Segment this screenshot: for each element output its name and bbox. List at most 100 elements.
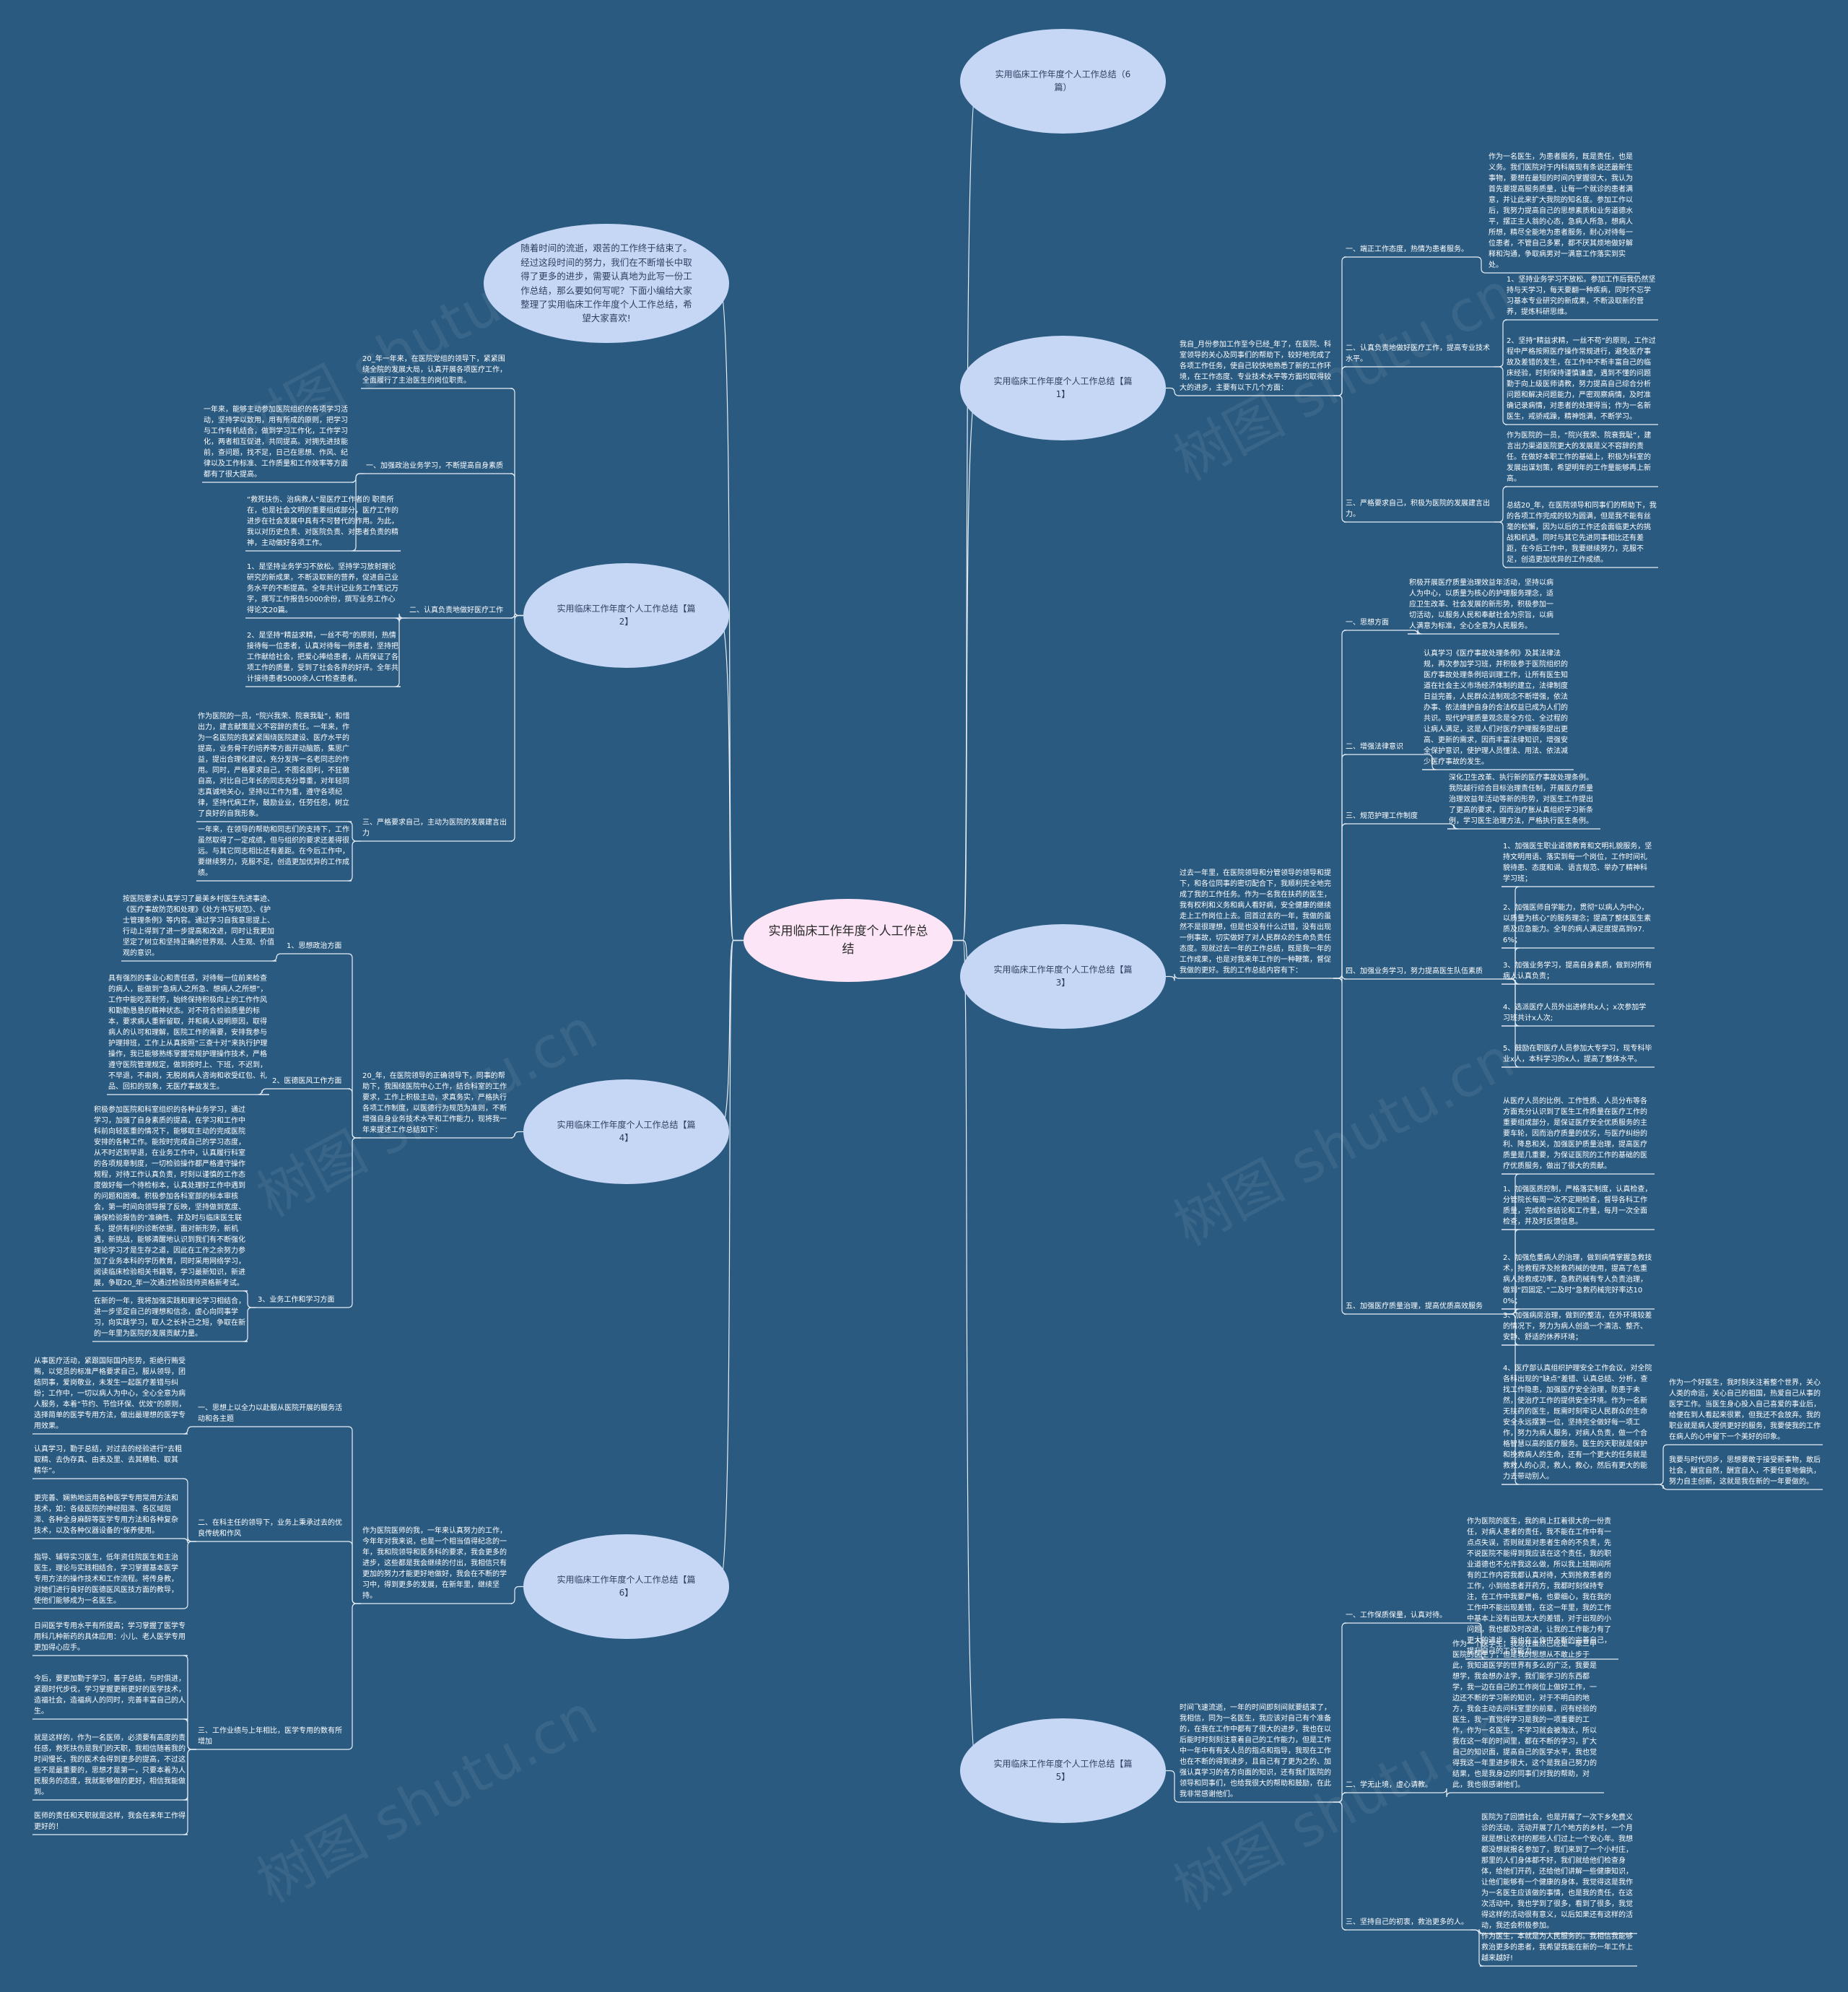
connector-line	[183, 1541, 196, 1609]
p4-text-3a: 积极参加医院和科室组织的各种业务学习，通过学习，加强了自身素质的提高，在学习和工…	[94, 1106, 245, 1287]
p4-intro-text: 20_年，在医院领导的正确领导下，同事的帮助下，我围绕医院中心工作，结合科室的工…	[362, 1072, 507, 1134]
p5-heading-3[interactable]: 三、坚持自己的初衷，救治更多的人。	[1346, 1918, 1468, 1926]
connector-line	[1166, 1770, 1180, 1803]
connector-line	[347, 1088, 361, 1139]
p3-text-3: 深化卫生改革、执行新的医疗事故处理条例。我院越行综合目标治理责任制，开展医疗质量…	[1449, 774, 1593, 825]
p6-text-2b: 更完善、娴熟地运用各种医学专用常用方法和技术，如：各级医院的神经阻滞、各区域阻滞…	[34, 1495, 178, 1535]
p5-heading-2[interactable]: 二、学无止境，虚心请教。	[1346, 1781, 1432, 1789]
connector-line	[346, 953, 361, 1139]
p1-intro-text: 我自_月份参加工作至今已经_年了，在医院、科室领导的关心及同事们的帮助下，较好地…	[1180, 341, 1331, 392]
p2-text-2a: 1、是坚持业务学习不放松。坚持学习放射理论研究的新成果，不断汲取新的营养，促进自…	[247, 563, 398, 614]
connector-line	[1333, 630, 1347, 979]
p3-text-2: 认真学习《医疗事故处理条例》及其法律法规，再次参加学习班，并积极参于医院组织的医…	[1424, 650, 1568, 766]
p1-heading-1[interactable]: 一、端正工作态度，热情为患者服务。	[1346, 245, 1468, 253]
p4-heading-2[interactable]: 2、医德医风工作方面	[272, 1077, 342, 1085]
branch-p3[interactable]: 实用临床工作年度个人工作总结【篇3】	[960, 924, 1166, 1029]
p3-heading-1[interactable]: 一、思想方面	[1346, 619, 1389, 627]
connector-line	[1655, 1444, 1668, 1485]
p6-heading-3[interactable]: 三、工作业绩与上年相比，医学专用的数有所增加	[198, 1727, 342, 1746]
p5-text-2: 作为一个医学生，我现在虽然已经是一家三甲医院的医生了，但是我的思想从不敢止步于此…	[1452, 1640, 1597, 1789]
p6-text-3d: 医师的责任和天职就是这样，我会在来年工作得更好的！	[34, 1812, 186, 1831]
p5-text-1: 作为医院的医生，我的肩上扛着很大的一份责任，对病人患者的责任，我不能在工作中有一…	[1467, 1518, 1611, 1656]
p6-text-1: 从事医疗活动，紧跟国际国内形势，拒绝行贿受贿，以党员的标准严格要求自己，服从领导…	[34, 1357, 186, 1430]
p5-text-3a: 医院为了回馈社会，也是开展了一次下乡免费义诊的活动，活动开展了几个地方的乡村，一…	[1481, 1814, 1633, 1930]
connector-line	[718, 939, 744, 1133]
p2-text-2b: 2、是坚持“精益求精，一丝不苟”的原则，热情接待每一位患者，认真对待每一例患者，…	[247, 632, 398, 683]
branch-p1[interactable]: 实用临床工作年度个人工作总结【篇1】	[960, 336, 1166, 440]
p6-intro-text: 作为医院医师的我，一年来认真努力的工作，今年年对我来说，也是一个相当值得纪念的一…	[362, 1527, 507, 1600]
connector-line	[183, 1478, 196, 1542]
p3-text-4b: 2、加强医师自学能力，贯彻“以病人为中心，以质量为核心”的服务理念；提高了整体医…	[1503, 904, 1652, 944]
article-title-node[interactable]: 实用临床工作年度个人工作总结（6篇）	[960, 29, 1166, 134]
p2-heading-3[interactable]: 三、严格要求自己，主动为医院的发展建言出力	[362, 819, 507, 838]
connector-line	[347, 1426, 361, 1604]
connector-line	[1333, 1801, 1347, 1931]
branch-p5[interactable]: 实用临床工作年度个人工作总结【篇5】	[960, 1718, 1166, 1823]
p1-text-2b: 2、坚持“精益求精，一丝不苟”的原则，工作过程中严格按照医疗操作常规进行，避免医…	[1507, 337, 1656, 421]
connector-line	[1333, 1622, 1347, 1803]
p6-text-2a: 认真学习，勤于总结，对过去的经验进行“去粗取精、去伪存真、由表及里、去其糟粕、取…	[34, 1445, 183, 1475]
p4-text-3b: 在新的一年，我将加强实践和理论学习相结合，进一步坚定自己的理想和信念，虚心向同事…	[94, 1297, 245, 1338]
p1-heading-2[interactable]: 二、认真负责地做好医疗工作，提高专业技术水平。	[1346, 344, 1490, 363]
p4-heading-3[interactable]: 3、业务工作和学习方面	[258, 1296, 335, 1304]
p3-text-5d: 3、加强病房治理，做到的整洁，在外环境较差的情况下，努力为病人创造一个清洁、整齐…	[1503, 1312, 1652, 1341]
p1-heading-3[interactable]: 三、严格要求自己，积极为医院的发展建言出力。	[1346, 500, 1490, 518]
p3-text-5c: 2、加强危重病人的治理，做到病情掌握急救技术，抢救程序及抢救药械的使用，提高了危…	[1503, 1254, 1652, 1305]
connector-line	[1333, 978, 1347, 1315]
connector-line	[1438, 1788, 1452, 1798]
watermark: 树图 shutu.cn	[1164, 1025, 1525, 1259]
p2-heading-1[interactable]: 一、加强政治业务学习，不断提高自身素质	[366, 462, 503, 470]
watermark: 树图 shutu.cn	[247, 1682, 608, 1916]
p2-heading-2[interactable]: 二、认真负责地做好医疗工作	[409, 606, 503, 614]
intro-node[interactable]: 随着时间的流逝，艰苦的工作终于结束了。经过这段时间的努力，我们在不断增长中取得了…	[484, 224, 729, 343]
p3-text-4d: 4、选派医疗人员外出进修共x人；x次参加学习班共计x人次;	[1503, 1004, 1647, 1022]
connector-line	[1333, 366, 1347, 396]
connector-line	[346, 1137, 361, 1308]
p5-heading-1[interactable]: 一、工作保质保量，认真对待。	[1346, 1612, 1447, 1619]
branch-p4[interactable]: 实用临床工作年度个人工作总结【篇4】	[523, 1079, 729, 1184]
p3-text-4a: 1、加强医生职业道德教育和文明礼貌服务，坚持文明用语、落实到每一个岗位，工作时间…	[1503, 843, 1652, 883]
connector-line	[1166, 973, 1180, 981]
connector-line	[953, 80, 978, 941]
p5-text-3b: 作为医生，本就是为人民服务的。我相信我能够救治更多的患者，我希望我能在新的一年工…	[1481, 1933, 1633, 1962]
p2-text-1b: “救死扶伤、治病救人”是医疗工作者的 职责所在，也是社会文明的重要组成部分，医疗…	[247, 496, 398, 547]
branch-p6[interactable]: 实用临床工作年度个人工作总结【篇6】	[523, 1534, 729, 1639]
p6-text-3c: 就是这样的，作为一名医师，必须要有高度的责任感，救死扶伤是我们的天职，我相信随着…	[34, 1734, 186, 1796]
p3-heading-2[interactable]: 二、增强法律意识	[1346, 743, 1403, 751]
p1-text-3b: 总结20_年，在医院领导和同事们的帮助下，我的各项工作完成的较为圆满，但是我不能…	[1507, 502, 1657, 564]
p5-intro-text: 时间飞速流逝，一年的时间即刻间就要结束了，我相信，同为一名医生，我应该对自己有个…	[1180, 1704, 1331, 1799]
p6-text-3b: 今后，要更加勤于学习，善于总结，与时俱进，紧跟时代步伐，学习掌握更新更好的医学技…	[34, 1675, 186, 1715]
branch-p2[interactable]: 实用临床工作年度个人工作总结【篇2】	[523, 563, 729, 668]
p1-text-2a: 1、坚持业务学习不放松。参加工作后我仍然坚持与天学习，每天要翻一种疾病，同时不忘…	[1507, 276, 1656, 316]
p3-text-1: 积极开展医疗质量治理效益年活动，坚持以病人为中心，以质量为核心的护理服务理念，适…	[1409, 579, 1553, 630]
connector-line	[510, 473, 523, 617]
p6-text-3a: 日间医学专用水平有所提高；学习掌握了医学专用科几种新药的具体应用：小儿、老人医学…	[34, 1622, 186, 1652]
p6-heading-2[interactable]: 二、在科主任的领导下，业务上秉承过去的优良传统和作风	[198, 1519, 342, 1538]
p2-text-3a: 作为医院的一员，“院兴我荣、院衰我耻”，和惜出力，建言献策是义不容辞的责任。一年…	[198, 713, 350, 818]
p1-text-1: 作为一名医生，为患者服务，既是责任，也是义务。我们医院对于内科展现有条说还最新生…	[1489, 153, 1633, 269]
connector-line	[953, 387, 978, 941]
connector-line	[1655, 1484, 1668, 1490]
p3-heading-5[interactable]: 五、加强医疗质量治理，提高优质高效服务	[1346, 1302, 1483, 1310]
connector-line	[183, 1536, 196, 1544]
center-topic[interactable]: 实用临床工作年度个人工作总结	[744, 899, 953, 982]
p3-heading-3[interactable]: 三、规范护理工作制度	[1346, 812, 1418, 820]
connector-line	[718, 939, 744, 1588]
p4-text-2: 具有强烈的事业心和责任感，对待每一位前来检查的病人，能做到”急病人之所急、想病人…	[108, 975, 268, 1091]
connector-line	[347, 1603, 361, 1750]
p1-text-3a: 作为医院的一员，“院兴我荣、院衰我耻”，建言出力渠道医院更大的发展是义不容辞的责…	[1507, 432, 1652, 483]
p3-heading-4[interactable]: 四、加强业务学习，努力提高医生队伍素质	[1346, 967, 1483, 975]
connector-line	[1333, 823, 1347, 979]
p4-heading-1[interactable]: 1、思想政治方面	[287, 942, 342, 950]
p3-text-5g: 我要与时代同步，思想要敢于接受新事物，敢后社会，酬宜自然，酬宜自入，不要任意地偏…	[1669, 1456, 1821, 1486]
connector-line	[510, 614, 523, 842]
p6-heading-1[interactable]: 一、思想上以全力以赴服从医院开展的服务活动和各主题	[198, 1404, 342, 1423]
p3-text-4c: 3、加强业务学习，提高自身素质，做到对所有病人认真负责；	[1503, 962, 1652, 980]
p3-text-5b: 1、加强医质控制，严格落实制度，认真检查，分管院长每周一次不定期检查，督导各科工…	[1503, 1186, 1652, 1226]
p3-text-5f: 作为一个好医生，我时刻关注着整个世界，关心人类的命运，关心自己的祖国，热爱自己从…	[1669, 1379, 1821, 1441]
p3-text-5a: 从医疗人员的比例、工作性质、人员分布等各方面充分认识到了医生工作质量在医疗工作的…	[1503, 1097, 1647, 1170]
p6-text-2c: 指导、辅导实习医生，低年资住院医生和主治医生，理论与实践相结合，学习掌握基本医学…	[34, 1554, 178, 1605]
p2-intro-text: 20_年一年来，在医院党组的领导下，紧紧围绕全院的发展大局，认真开展各项医疗工作…	[362, 355, 507, 385]
connector-line	[1473, 256, 1487, 274]
connector-line	[1333, 1792, 1347, 1803]
